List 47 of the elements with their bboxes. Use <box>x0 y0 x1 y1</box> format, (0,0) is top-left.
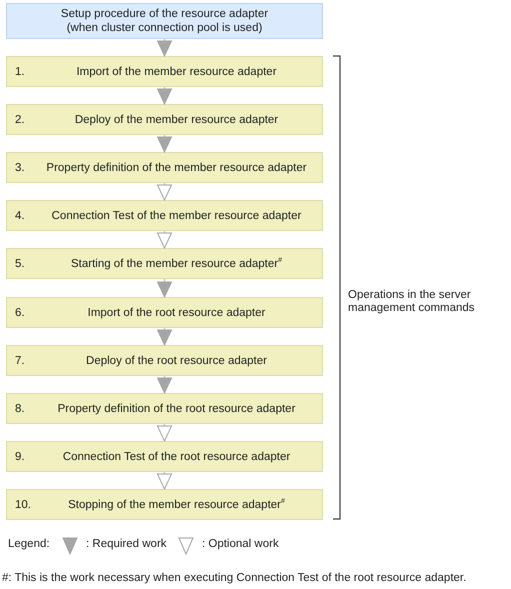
step-text: Import of the member resource adapter <box>75 66 278 78</box>
step-text: Connection Test of the member resource adapter <box>50 210 302 222</box>
arrow <box>157 279 172 298</box>
step-number: 2. <box>15 114 25 126</box>
arrow <box>157 183 172 200</box>
step-number: 9. <box>15 451 25 463</box>
step-text: Connection Test of the root resource adapter <box>62 451 292 463</box>
legend-text: : Optional work <box>202 538 279 550</box>
step-box <box>6 297 323 328</box>
step-number: 5. <box>15 258 25 270</box>
arrow <box>157 135 172 152</box>
step-box <box>6 152 323 183</box>
step-text: Property definition of the member resource adapter <box>45 162 308 174</box>
step-number: 1. <box>15 66 25 78</box>
header-box <box>6 3 323 39</box>
step-number: 6. <box>15 307 25 319</box>
footnote: #: This is the work necessary when executing Connection Test of the root resource adapter. <box>2 572 466 584</box>
step-box <box>6 104 323 135</box>
step-text: Import of the root resource adapter <box>86 307 266 319</box>
step-text: Property definition of the root resource adapter <box>56 403 296 415</box>
step-number: 8. <box>15 403 25 415</box>
arrow <box>157 328 172 346</box>
step-box <box>6 345 323 376</box>
arrow <box>157 424 172 442</box>
step-number: 10. <box>15 499 31 511</box>
step-number: 4. <box>15 210 25 222</box>
step-box <box>6 441 323 472</box>
legend-title: Legend: <box>8 538 50 550</box>
step-number: 3. <box>15 162 25 174</box>
arrow <box>157 231 172 248</box>
arrow <box>157 376 172 394</box>
step-box <box>6 56 323 87</box>
bracket-label: Operations in the server management commands <box>348 289 476 315</box>
legend-text: : Required work <box>86 538 167 550</box>
arrow <box>157 39 172 56</box>
step-box <box>6 393 323 424</box>
step-box <box>6 200 323 231</box>
step-text: Deploy of the root resource adapter <box>85 355 268 367</box>
arrow <box>157 472 172 490</box>
step-text: Deploy of the member resource adapter <box>74 114 280 126</box>
step-box <box>6 248 323 279</box>
step-text: Starting of the member resource adapter$^{#}$ <box>70 258 283 270</box>
step-number: 7. <box>15 355 25 367</box>
step-text: Stopping of the member resource adapter$^{#}$ <box>67 499 286 511</box>
header-text: Setup procedure of the resource adapter (when cluster connection pool is used) <box>60 7 270 35</box>
arrow <box>157 87 172 104</box>
step-box <box>6 489 323 520</box>
